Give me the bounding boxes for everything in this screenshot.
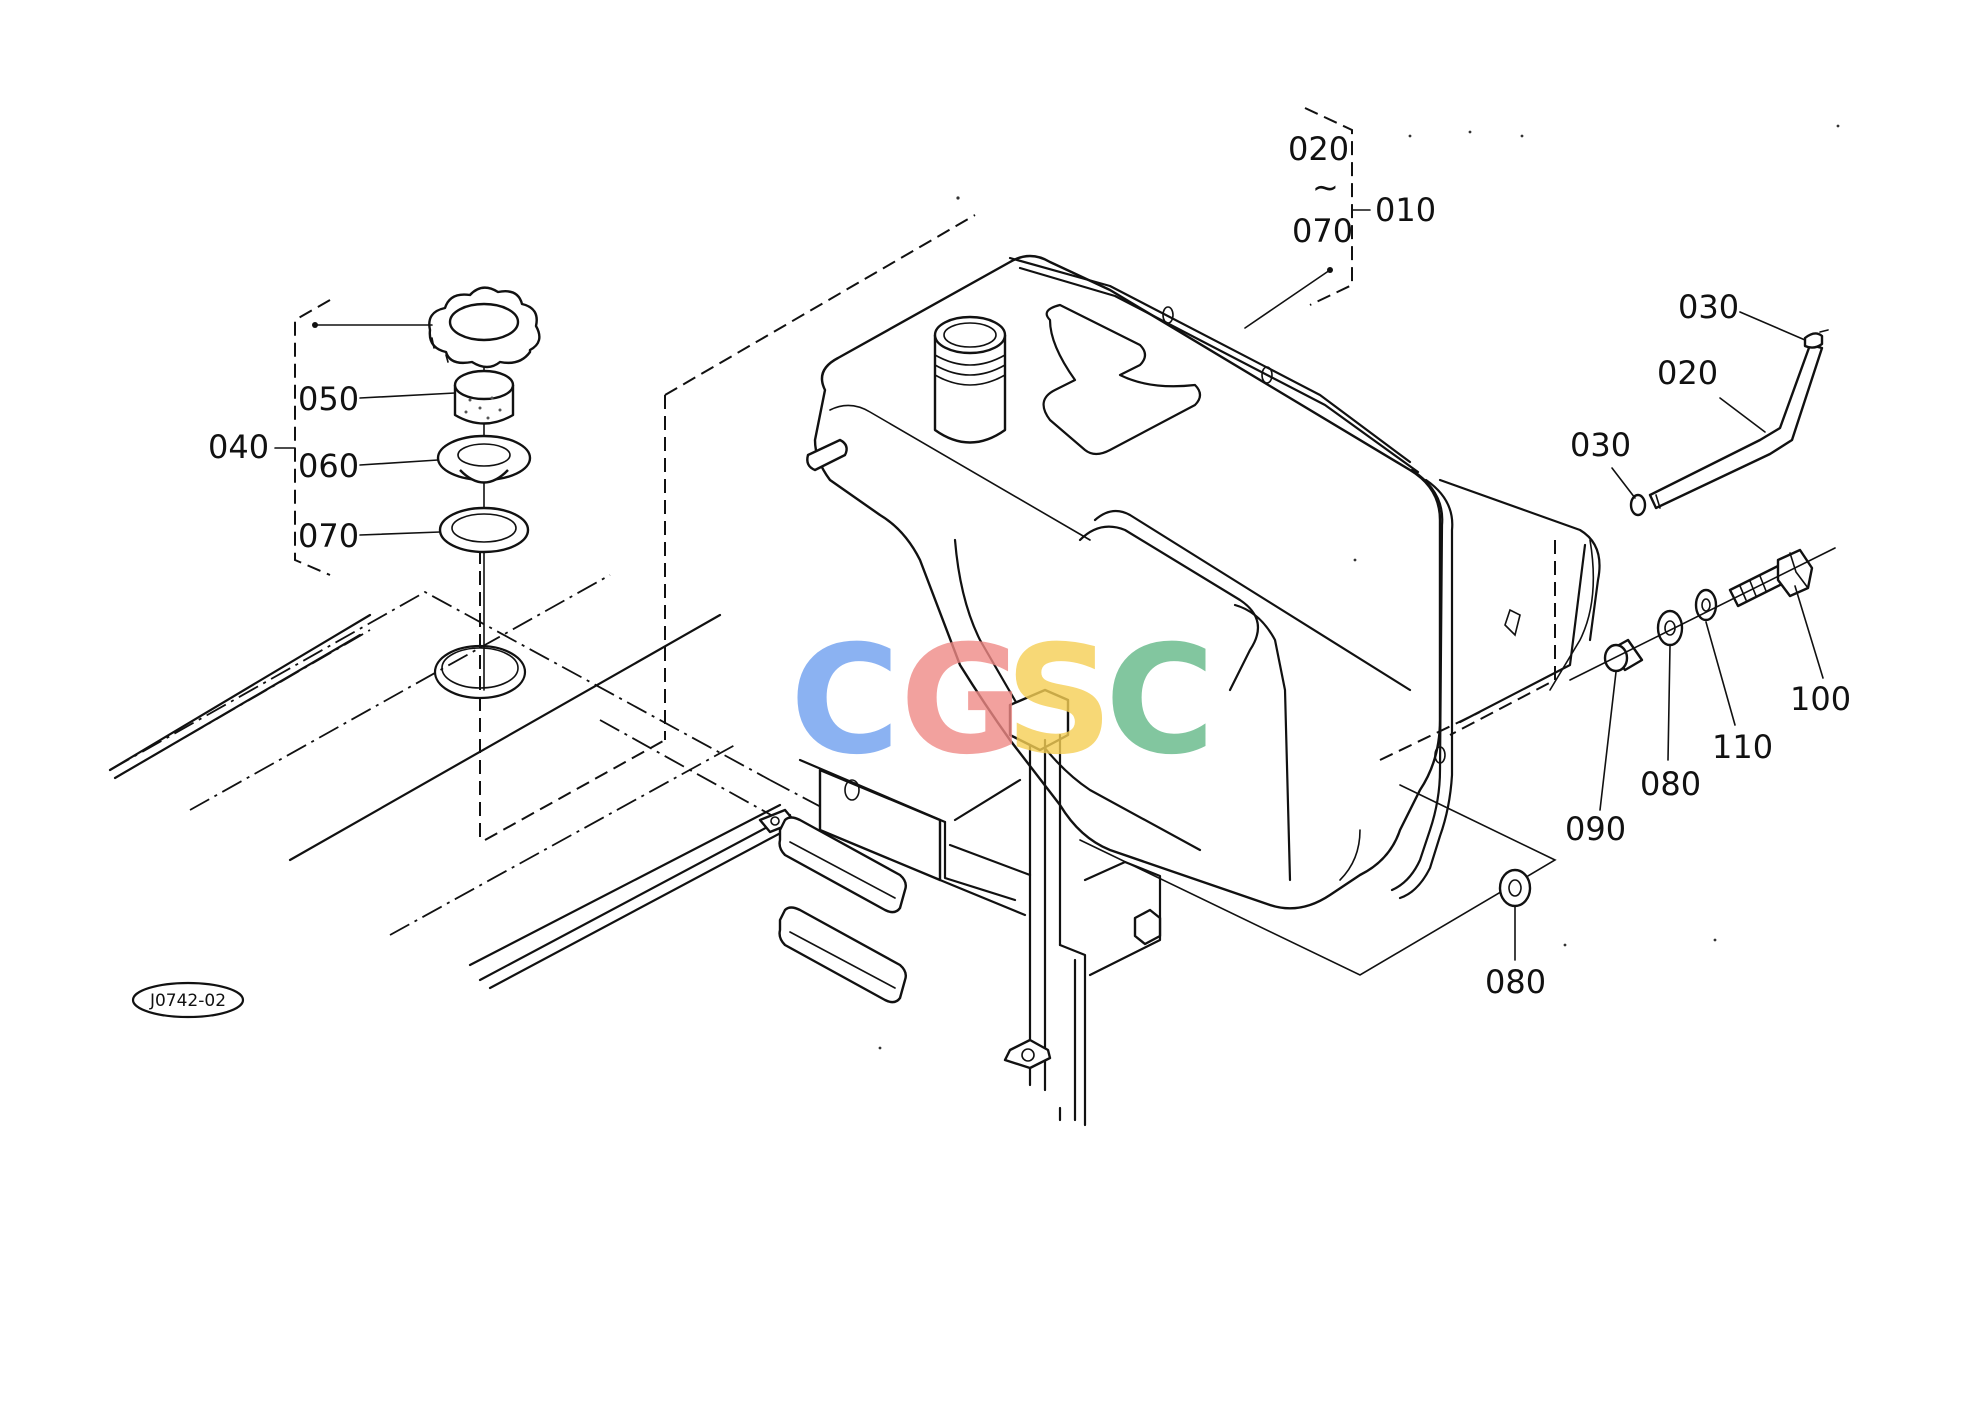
cap-group-bracket [294,299,331,576]
washer-080-right [1656,609,1684,647]
filler-hole [433,644,527,700]
washer-080-bottom [1498,868,1532,908]
fuel-cap [312,286,541,369]
hose-clamp-mid [1629,493,1647,517]
washer-110 [1694,588,1718,622]
collar-090 [1603,638,1644,673]
panel-outline-top [664,214,976,396]
label-100: 100 [1790,680,1851,718]
fuel-hose [1648,343,1824,510]
diagram-code-stamp: J0742-02 [131,981,245,1019]
label-080-right: 080 [1640,765,1701,803]
label-110: 110 [1712,728,1773,766]
label-040: 040 [208,428,269,466]
label-030-top: 030 [1678,288,1739,326]
watermark-letter-2: G [900,614,1023,788]
label-080-bottom: 080 [1485,963,1546,1001]
tank-bracket [798,688,1162,1127]
seat-060 [436,434,532,484]
label-020-hose: 020 [1657,354,1718,392]
strainer-050 [453,369,515,425]
diagram-code-text: J0742-02 [149,991,226,1011]
label-070: 070 [298,517,359,555]
watermark-letter-4: C [1105,614,1215,788]
label-010: 010 [1375,191,1436,229]
label-030-mid: 030 [1570,426,1631,464]
label-020-group: 020 [1288,130,1349,168]
scan-speckles [878,124,1840,1050]
packing-070 [438,506,530,554]
fuel-tank [806,254,1601,976]
part-labels: 020 ~ 070 010 030 020 030 040 050 060 07… [208,130,1851,1001]
label-090: 090 [1565,810,1626,848]
cgsc-watermark: C G S C [790,614,1215,788]
base-frame [108,574,941,990]
tank-group-bracket [1304,107,1353,306]
leader-lines [359,267,1824,961]
rubber-pad-lower [778,906,908,1004]
hose-clamp-top [1803,329,1829,349]
bolt-axis [1569,547,1836,681]
label-050: 050 [298,380,359,418]
label-range-mark: ~ [1312,168,1339,206]
label-060: 060 [298,447,359,485]
bolt-100 [1728,548,1814,608]
watermark-letter-3: S [1005,614,1113,788]
watermark-letter-1: C [790,614,900,788]
rubber-pad-upper [778,816,908,914]
label-070-group: 070 [1292,212,1353,250]
